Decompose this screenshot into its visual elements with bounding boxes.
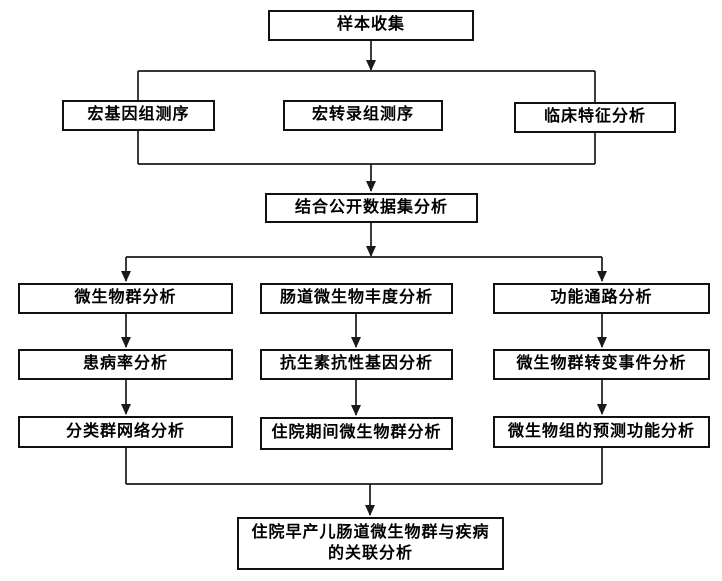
node-hospitalization-microbiome-analysis: 住院期间微生物群分析: [260, 417, 453, 450]
node-label: 宏基因组测序: [87, 106, 190, 124]
node-label: 微生物群分析: [74, 289, 177, 307]
node-prevalence-analysis: 患病率分析: [18, 349, 233, 380]
node-final-association-analysis: 住院早产儿肠道微生物群与疾病 的关联分析: [237, 517, 504, 570]
node-clinical-feature-analysis: 临床特征分析: [514, 102, 676, 133]
node-label: 样本收集: [336, 16, 405, 34]
node-metagenomic-sequencing: 宏基因组测序: [62, 100, 215, 131]
node-label: 微生物群转变事件分析: [516, 355, 687, 373]
node-label-line2: 的关联分析: [327, 544, 413, 562]
node-taxa-network-analysis: 分类群网络分析: [18, 416, 233, 448]
node-label: 抗生素抗性基因分析: [279, 355, 433, 373]
node-gut-abundance-analysis: 肠道微生物丰度分析: [260, 283, 453, 314]
node-sample-collection: 样本收集: [268, 10, 474, 41]
node-label: 住院期间微生物群分析: [271, 424, 442, 442]
node-predicted-function-analysis: 微生物组的预测功能分析: [493, 416, 710, 448]
node-label: 功能通路分析: [550, 289, 653, 307]
node-microbiome-transition-event-analysis: 微生物群转变事件分析: [493, 349, 710, 380]
node-metatranscriptomic-sequencing: 宏转录组测序: [283, 100, 443, 131]
node-label: 临床特征分析: [543, 108, 646, 126]
node-label-line1: 住院早产儿肠道微生物群与疾病: [251, 523, 490, 541]
node-label: 宏转录组测序: [311, 106, 414, 124]
node-label: 结合公开数据集分析: [294, 198, 448, 216]
node-label: 患病率分析: [82, 355, 168, 373]
node-microbiome-analysis: 微生物群分析: [18, 283, 233, 314]
node-public-dataset-analysis: 结合公开数据集分析: [265, 193, 478, 223]
node-antibiotic-resistance-gene-analysis: 抗生素抗性基因分析: [260, 349, 453, 380]
node-functional-pathway-analysis: 功能通路分析: [493, 283, 710, 314]
node-label: 分类群网络分析: [65, 422, 185, 440]
node-label: 肠道微生物丰度分析: [279, 289, 433, 307]
node-label: 微生物组的预测功能分析: [507, 422, 695, 440]
